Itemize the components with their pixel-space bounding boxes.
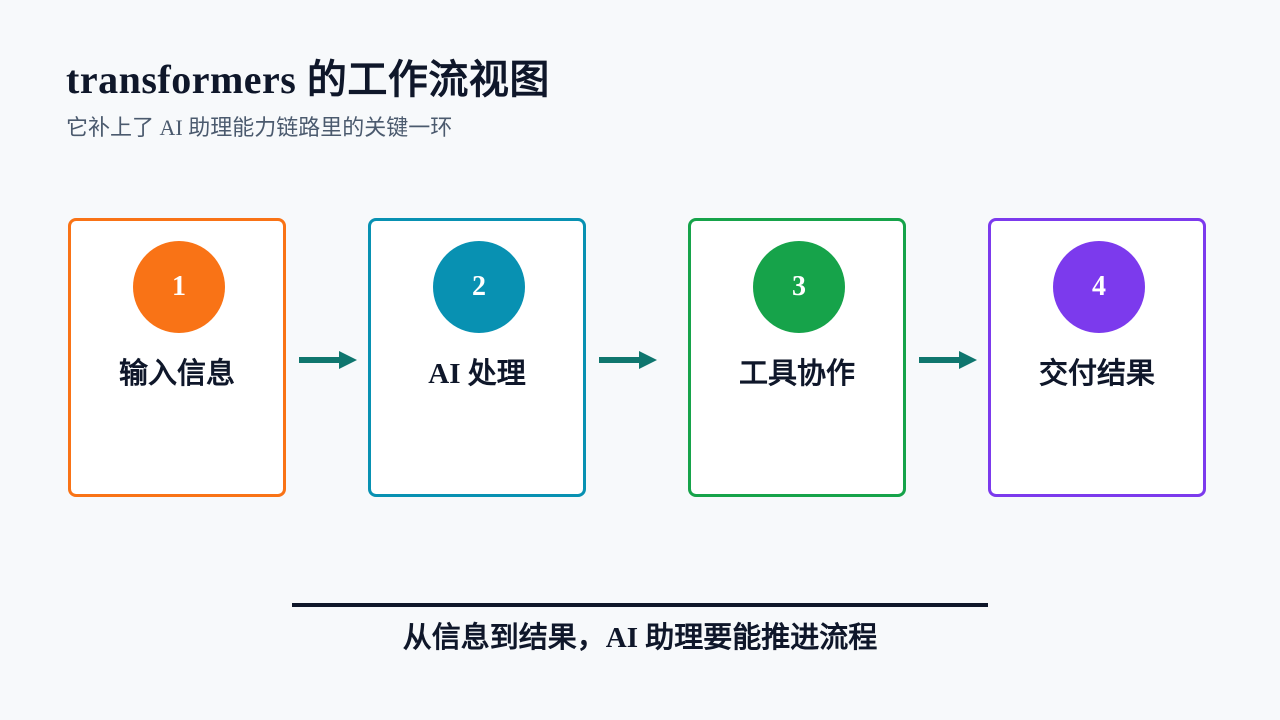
step-card-1: 1 输入信息 [68, 218, 286, 497]
footer-divider [292, 603, 988, 607]
page-subtitle: 它补上了 AI 助理能力链路里的关键一环 [66, 115, 453, 140]
step-number-badge: 4 [1053, 241, 1145, 333]
page-title: transformers 的工作流视图 [66, 57, 550, 102]
footer-caption: 从信息到结果，AI 助理要能推进流程 [402, 622, 878, 654]
step-label: 交付结果 [1038, 358, 1155, 390]
flow-arrow-1 [299, 351, 357, 369]
step-number-badge: 3 [753, 241, 845, 333]
step-card-2: 2 AI 处理 [368, 218, 586, 497]
step-number-badge: 1 [133, 241, 225, 333]
step-card-4: 4 交付结果 [988, 218, 1206, 497]
step-label: AI 处理 [428, 358, 526, 390]
step-number-badge: 2 [433, 241, 525, 333]
step-label: 工具协作 [738, 358, 855, 390]
flow-arrow-3 [919, 351, 977, 369]
flow-arrow-2 [599, 351, 657, 369]
step-label: 输入信息 [118, 358, 235, 390]
step-card-3: 3 工具协作 [688, 218, 906, 497]
